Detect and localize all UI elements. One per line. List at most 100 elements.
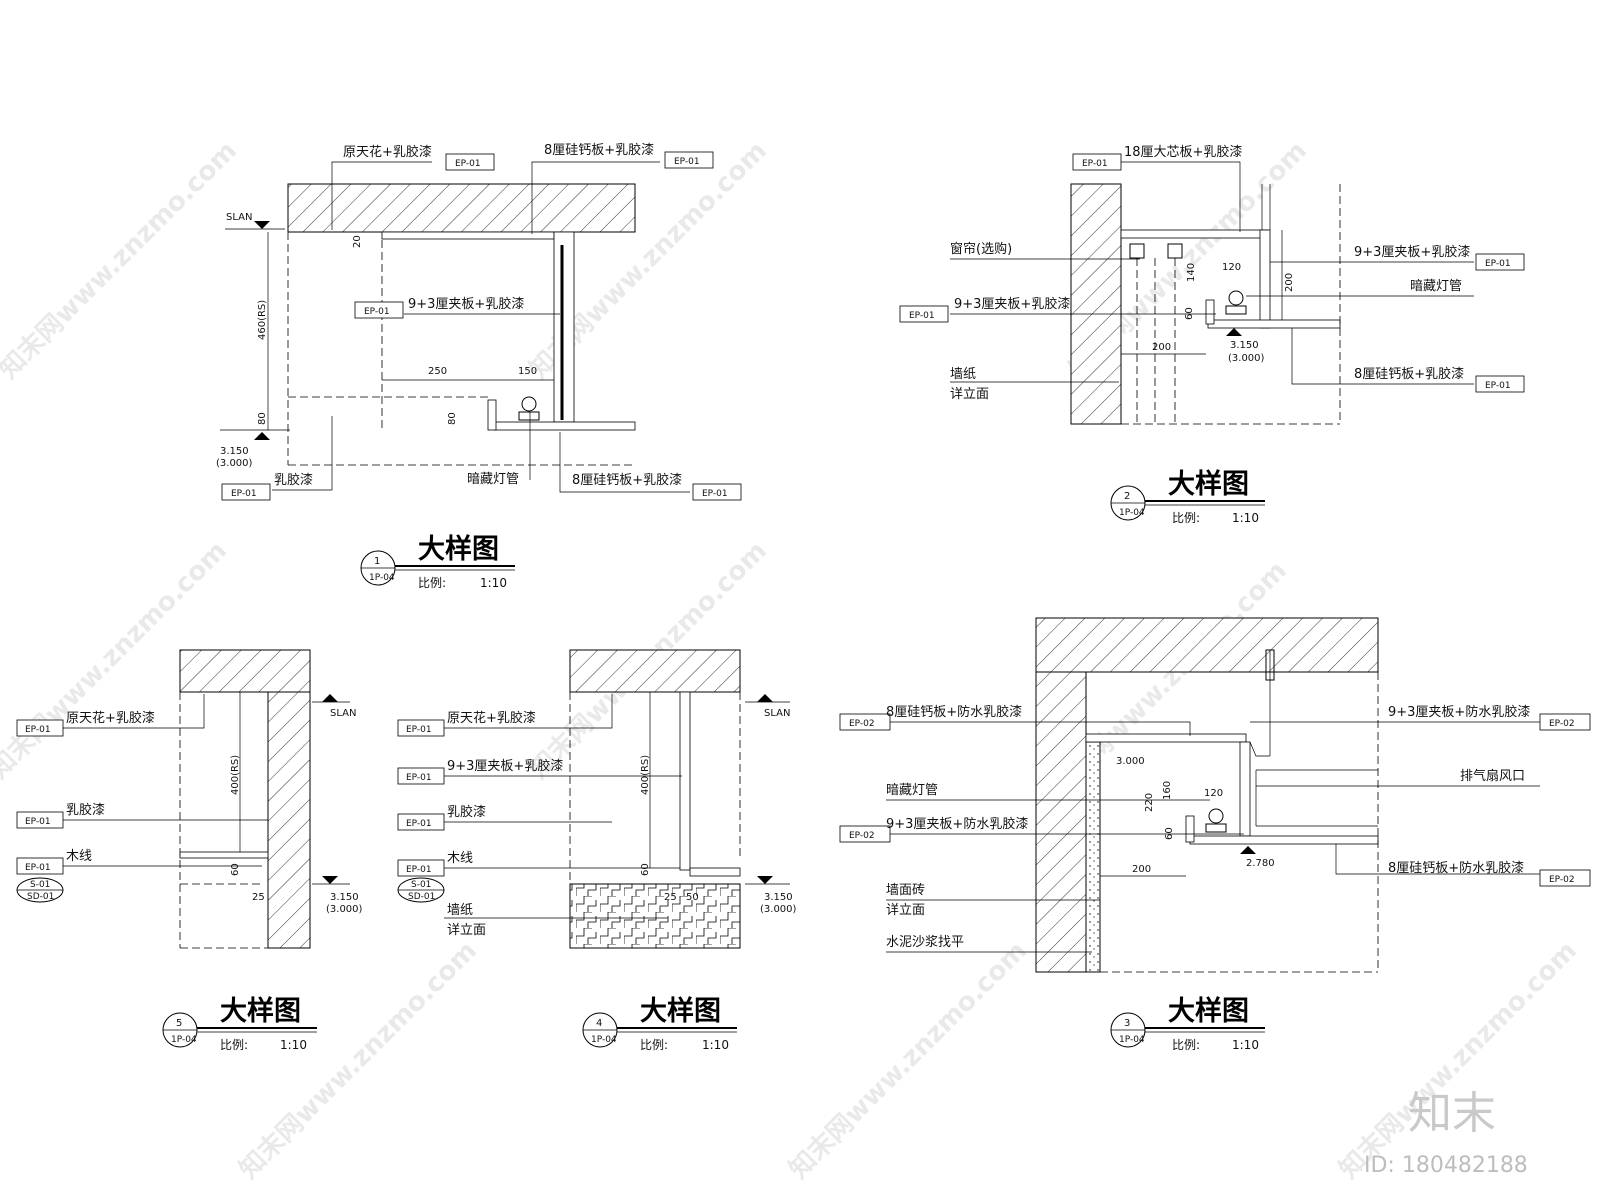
watermark-text: 知末网www.znzmo.com — [0, 136, 243, 385]
watermark-text: 知末网www.znzmo.com — [1334, 936, 1583, 1185]
material-tag: EP-01 — [25, 863, 51, 873]
dim-label: 25 — [664, 892, 677, 903]
detail-3: 220 160 120 60 200 3.000 2.780 EP-02 8厘硅… — [839, 617, 1591, 1052]
dim-label: 80 — [257, 412, 268, 425]
title-block: 4 1P-04 大样图 比例: 1:10 — [582, 995, 737, 1052]
detail-1: 460(RS) 80 250 150 80 20 SLAN 3.150 (3.0… — [216, 142, 742, 590]
note-text: 原天花+乳胶漆 — [447, 710, 536, 726]
note-text: 8厘硅钙板+乳胶漆 — [1354, 366, 1464, 382]
soffit-board — [1207, 319, 1341, 329]
material-tag: EP-01 — [25, 817, 51, 827]
sheet-ref: 1P-04 — [1119, 508, 1145, 518]
ceiling-board — [1120, 229, 1269, 239]
dim-label: 60 — [1184, 307, 1195, 320]
ceiling-board — [381, 231, 555, 240]
skirting — [689, 867, 741, 877]
level-label: SLAN — [764, 708, 790, 719]
material-tag: EP-02 — [849, 719, 875, 729]
material-tag: S-01 — [30, 880, 50, 890]
note-text: 8厘硅钙板+乳胶漆 — [544, 142, 654, 158]
soffit-board — [493, 421, 636, 431]
brand-logo: 知末 — [1408, 1088, 1496, 1139]
dim-label: 60 — [1164, 827, 1175, 840]
detail-number: 5 — [176, 1018, 182, 1029]
note-text: 乳胶漆 — [274, 472, 313, 488]
sheet-ref: 1P-04 — [591, 1035, 617, 1045]
material-tag: SD-01 — [408, 892, 435, 902]
material-tag: EP-01 — [406, 773, 432, 783]
scale-label: 比例: — [220, 1038, 248, 1052]
detail-5: 400(RS) 60 25 SLAN 3.150 (3.000) EP-01 原… — [16, 649, 363, 1052]
note-text: 排气扇风口 — [1460, 768, 1525, 784]
detail-title: 大样图 — [418, 533, 499, 565]
detail-number: 4 — [596, 1018, 602, 1029]
level-label: 3.000 — [1116, 756, 1145, 767]
level-label: 3.150 — [764, 892, 793, 903]
detail-title: 大样图 — [1168, 995, 1249, 1027]
detail-title: 大样图 — [640, 995, 721, 1027]
note-text: 9+3厘夹板+乳胶漆 — [447, 758, 563, 774]
note-text: 8厘硅钙板+防水乳胶漆 — [886, 704, 1022, 720]
concrete-slab — [1035, 617, 1379, 673]
title-block: 2 1P-04 大样图 比例: 1:10 — [1110, 468, 1265, 525]
note-text: 9+3厘夹板+乳胶漆 — [408, 296, 524, 312]
title-block: 3 1P-04 大样图 比例: 1:10 — [1110, 995, 1265, 1052]
wall-panel — [679, 691, 691, 871]
scale-value: 1:10 — [702, 1038, 729, 1052]
note-text: 木线 — [66, 849, 92, 864]
cove-lip — [1185, 815, 1195, 843]
note-text: 乳胶漆 — [66, 802, 105, 818]
note-text: 原天花+乳胶漆 — [66, 710, 155, 726]
concrete-wall — [267, 691, 311, 949]
dim-label: 60 — [230, 863, 241, 876]
level-label: 3.150 — [1230, 340, 1259, 351]
level-label: SLAN — [330, 708, 356, 719]
stone-base — [569, 883, 741, 949]
material-tag: EP-01 — [702, 489, 728, 499]
note-text: 墙纸 — [447, 903, 473, 918]
material-tag: EP-01 — [231, 489, 257, 499]
detail-4: 400(RS) 60 25 50 SLAN 3.150 (3.000) EP-0… — [397, 649, 797, 1052]
soffit-board — [1189, 835, 1379, 845]
concrete-slab — [287, 183, 636, 233]
material-tag: EP-01 — [406, 819, 432, 829]
dim-label: 140 — [1186, 263, 1197, 282]
dim-label: 120 — [1222, 262, 1241, 273]
scale-label: 比例: — [1172, 511, 1200, 525]
note-text: 9+3厘夹板+防水乳胶漆 — [886, 816, 1028, 832]
material-tag: EP-01 — [455, 159, 481, 169]
material-tag: EP-01 — [1082, 159, 1108, 169]
material-tag: EP-02 — [1549, 875, 1575, 885]
note-text: 原天花+乳胶漆 — [343, 144, 432, 160]
material-tag: EP-02 — [849, 831, 875, 841]
ceiling-board — [1085, 733, 1247, 743]
material-tag: EP-01 — [406, 725, 432, 735]
sheet-ref: 1P-04 — [369, 573, 395, 583]
note-text: 水泥沙浆找平 — [886, 935, 964, 950]
dim-label: 200 — [1152, 342, 1171, 353]
note-text: 9+3厘夹板+乳胶漆 — [954, 296, 1070, 312]
curtain-track — [1129, 243, 1183, 424]
detail-number: 3 — [1124, 1018, 1130, 1029]
dim-label: 200 — [1132, 864, 1151, 875]
dim-label: 160 — [1162, 781, 1173, 800]
level-label: 3.150 — [220, 446, 249, 457]
drop-panel — [553, 231, 575, 423]
note-text: 墙面砖 — [886, 883, 925, 898]
material-tag: EP-01 — [1485, 259, 1511, 269]
scale-label: 比例: — [640, 1038, 668, 1052]
watermark-text: 知末网www.znzmo.com — [784, 936, 1033, 1185]
dim-label: 400(RS) — [640, 755, 651, 795]
concrete-slab — [569, 649, 741, 693]
sheet-ref: 1P-04 — [1119, 1035, 1145, 1045]
material-tag: EP-01 — [1485, 381, 1511, 391]
level-label: (3.000) — [760, 904, 797, 915]
scale-value: 1:10 — [480, 576, 507, 590]
light-fixture — [518, 396, 540, 421]
dim-label: 200 — [1284, 273, 1295, 292]
drop-panel — [1239, 741, 1251, 837]
level-label: (3.000) — [326, 904, 363, 915]
note-text: 暗藏灯管 — [467, 472, 519, 487]
material-tag: SD-01 — [27, 892, 54, 902]
note-text: 18厘大芯板+乳胶漆 — [1124, 144, 1242, 160]
